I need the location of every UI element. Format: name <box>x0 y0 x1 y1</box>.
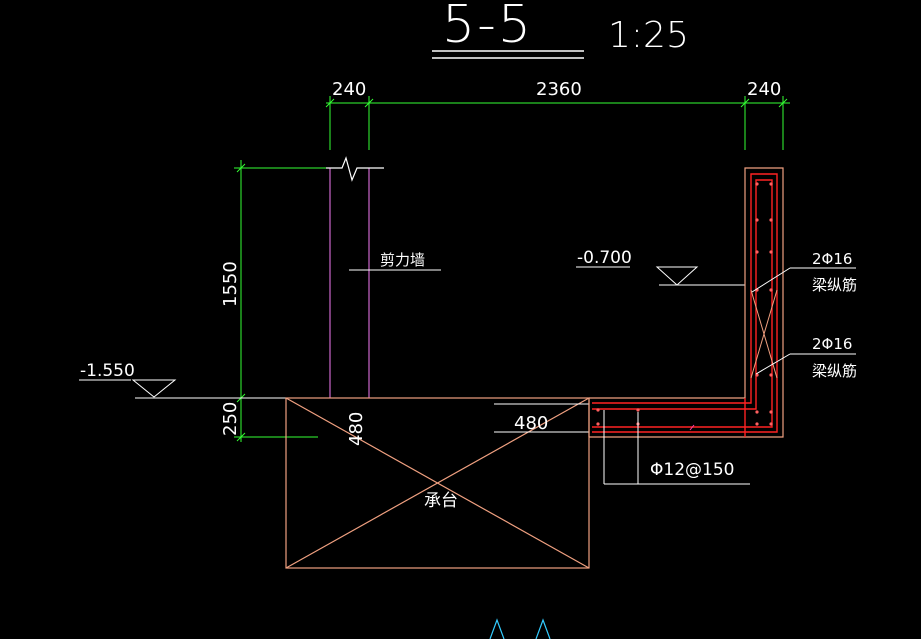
label-shear-wall: 剪力墙 <box>380 251 425 269</box>
dim-cap-horizontal: 480 <box>514 413 548 434</box>
elevation-left-value: -1.550 <box>80 361 135 381</box>
tick-4 <box>778 98 788 108</box>
rebar-dots <box>596 182 773 426</box>
break-line-symbol <box>326 156 384 182</box>
dim-wall-height: 1550 <box>220 261 241 307</box>
rebar-bottom-count: 2Φ16 <box>812 335 852 353</box>
rebar-annotation-bottom: 2Φ16 梁纵筋 <box>755 335 857 380</box>
dim-cap-depth: 250 <box>220 402 241 436</box>
left-dimension-chain <box>234 160 330 442</box>
elevation-right-value: -0.700 <box>577 248 632 268</box>
stirrup-label: Φ12@150 <box>650 460 734 480</box>
rebar-top-count: 2Φ16 <box>812 250 852 268</box>
tick-5 <box>236 163 246 173</box>
rebar-top-desc: 梁纵筋 <box>812 276 857 294</box>
section-mark: 5-5 <box>442 0 533 55</box>
beam-column-crosses <box>750 289 778 379</box>
dim-top-right-wall: 240 <box>747 79 781 100</box>
rebar-bottom-desc: 梁纵筋 <box>812 362 857 380</box>
top-dimension-chain <box>325 96 790 150</box>
tick-7 <box>236 432 246 442</box>
shear-wall[interactable] <box>329 168 370 398</box>
pile-cap[interactable] <box>285 397 590 569</box>
tick-2 <box>364 98 374 108</box>
stirrup-tick <box>689 424 695 431</box>
axis-markers <box>489 618 551 639</box>
elevation-left: -1.550 <box>79 361 290 399</box>
scale-label: 1:25 <box>608 15 689 56</box>
section-title: 5-5 1:25 <box>432 0 689 59</box>
rebar-annotation-top: 2Φ16 梁纵筋 <box>751 250 857 294</box>
dim-top-span: 2360 <box>536 79 582 100</box>
beam-rebar-cage <box>592 173 778 437</box>
dim-top-left-wall: 240 <box>332 79 366 100</box>
beam-outline[interactable] <box>588 167 784 438</box>
tick-1 <box>325 98 335 108</box>
label-pile-cap: 承台 <box>424 491 458 511</box>
tick-3 <box>740 98 750 108</box>
dim-cap-inner-vertical: 480 <box>346 412 367 446</box>
elevation-right: -0.700 <box>576 248 745 286</box>
stirrup-annotation: Φ12@150 <box>603 410 750 485</box>
